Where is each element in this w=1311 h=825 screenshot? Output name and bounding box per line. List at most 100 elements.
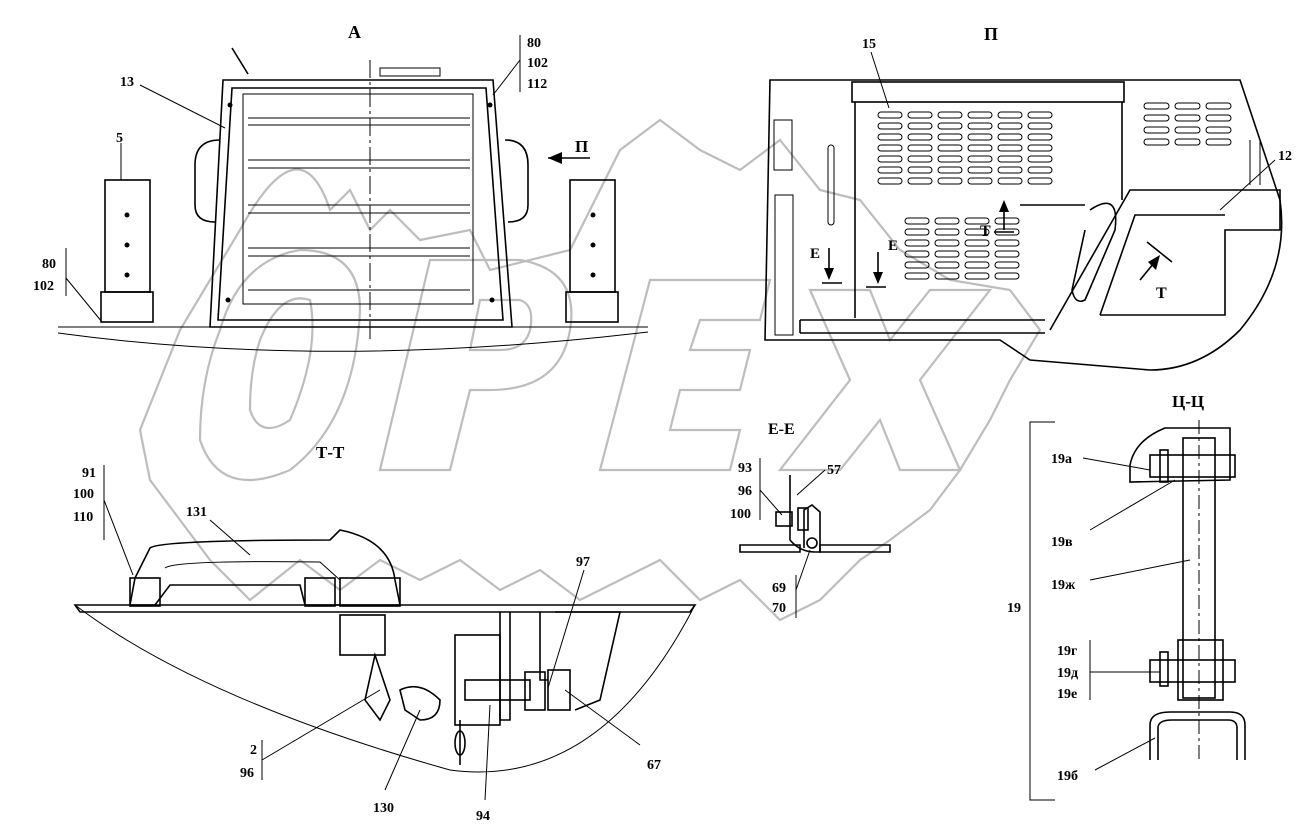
callout-19zh: 19ж [1051, 578, 1076, 593]
view-label-tt: Т-Т [316, 443, 345, 462]
view-a-drawing [57, 35, 649, 352]
callout-5: 5 [116, 131, 123, 146]
callout-2: 2 [250, 743, 257, 758]
section-ee-drawing [739, 458, 891, 618]
vent-slot [964, 239, 990, 247]
callout-70: 70 [772, 601, 786, 616]
vent-slot [907, 111, 933, 119]
vent-slot [907, 133, 933, 141]
vent-slot [994, 250, 1020, 258]
vent-slot [907, 166, 933, 174]
vent-slot [1174, 138, 1201, 146]
vent-slot [967, 155, 993, 163]
vent-slot [907, 177, 933, 185]
vent-slot [877, 166, 903, 174]
vent-slot [1174, 102, 1201, 110]
callout-91: 91 [82, 466, 96, 481]
callout-100-a: 100 [73, 487, 94, 502]
vent-slot [997, 122, 1023, 130]
vent-slot [967, 111, 993, 119]
vent-slot [937, 155, 963, 163]
callout-19d: 19д [1057, 666, 1078, 681]
vent-slot [934, 250, 960, 258]
vent-slot [1027, 166, 1053, 174]
callout-57: 57 [827, 463, 841, 478]
vent-slot [964, 261, 990, 269]
callout-93: 93 [738, 461, 752, 476]
vent-slot [904, 239, 930, 247]
vent-slot [877, 133, 903, 141]
vent-slot [967, 166, 993, 174]
callout-69: 69 [772, 581, 786, 596]
vent-slot [997, 155, 1023, 163]
vent-slot [904, 272, 930, 280]
callout-19e: 19е [1057, 687, 1077, 702]
vent-slot [877, 144, 903, 152]
vent-slot [937, 122, 963, 130]
callout-80-b: 80 [42, 257, 56, 272]
section-mark-e2: Е [888, 238, 898, 254]
vent-slot [934, 239, 960, 247]
callout-12: 12 [1278, 149, 1292, 164]
vent-slot [964, 272, 990, 280]
vent-slot [967, 133, 993, 141]
vent-slot [1027, 155, 1053, 163]
vent-slot [997, 166, 1023, 174]
callout-112: 112 [527, 77, 547, 92]
vent-slot [907, 155, 933, 163]
vent-slot [934, 261, 960, 269]
section-cc-drawing [1029, 420, 1246, 801]
callout-94: 94 [476, 809, 490, 824]
vent-slot [937, 111, 963, 119]
vent-slot [877, 155, 903, 163]
section-mark-t2: Т [1156, 285, 1167, 302]
vent-slot [1143, 138, 1170, 146]
vent-slot [904, 228, 930, 236]
callout-130: 130 [373, 801, 394, 816]
vent-slot [1027, 133, 1053, 141]
callout-100-b: 100 [730, 507, 751, 522]
vent-slot [1027, 144, 1053, 152]
vent-slot [1174, 114, 1201, 122]
vent-slot [964, 250, 990, 258]
vent-slot [994, 272, 1020, 280]
section-mark-p-arrow: П [575, 137, 588, 156]
vent-slot [937, 166, 963, 174]
vent-slot [994, 239, 1020, 247]
callout-96-a: 96 [240, 766, 254, 781]
vent-slot [1027, 111, 1053, 119]
vent-slot [997, 133, 1023, 141]
vent-slot [967, 144, 993, 152]
vent-slot [907, 122, 933, 130]
vent-slot [877, 111, 903, 119]
vent-slot [934, 272, 960, 280]
vent-slot [904, 250, 930, 258]
callout-102-b: 102 [33, 279, 54, 294]
vent-slot [997, 144, 1023, 152]
vent-slot [937, 133, 963, 141]
callout-19g: 19г [1057, 644, 1077, 659]
callout-96-b: 96 [738, 484, 752, 499]
section-mark-t1: Т [980, 223, 991, 240]
view-label-a: А [348, 22, 361, 42]
vent-slot [904, 217, 930, 225]
vent-slot [1027, 122, 1053, 130]
callout-19a: 19а [1051, 452, 1072, 467]
callout-67: 67 [647, 758, 661, 773]
vent-slots-grid [877, 102, 1232, 280]
callout-15: 15 [862, 37, 876, 52]
vent-slot [1205, 102, 1232, 110]
vent-slot [904, 261, 930, 269]
view-label-p: П [984, 24, 998, 44]
vent-slot [937, 144, 963, 152]
vent-slot [994, 217, 1020, 225]
vent-slot [877, 177, 903, 185]
vent-slot [964, 217, 990, 225]
vent-slot [967, 177, 993, 185]
view-label-ee: Е-Е [768, 421, 795, 438]
vent-slot [964, 228, 990, 236]
callout-110: 110 [73, 510, 93, 525]
callout-80-a: 80 [527, 36, 541, 51]
section-mark-e1: Е [810, 246, 820, 262]
